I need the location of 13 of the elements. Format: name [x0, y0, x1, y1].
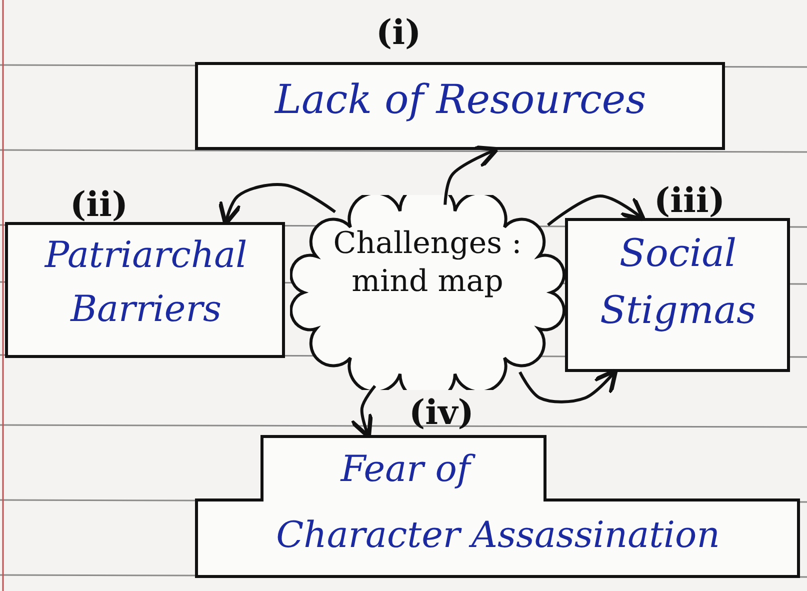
cloud-shape — [290, 195, 565, 390]
arrow — [518, 368, 618, 404]
topic-text: Social Stigmas — [600, 231, 756, 332]
roman-numeral: (i) — [376, 13, 422, 53]
central-topic: Challenges : mind map — [333, 226, 522, 298]
roman-numeral: (ii) — [70, 185, 128, 225]
arrow — [547, 194, 646, 226]
topic-text: Patriarchal Barriers — [44, 235, 248, 330]
roman-numeral: (iv) — [409, 393, 474, 433]
arrow — [444, 145, 500, 205]
topic-text: Lack of Resources — [274, 77, 646, 123]
topic-text: Fear of Character Assassination — [276, 449, 720, 556]
roman-numeral: (iii) — [654, 181, 725, 221]
